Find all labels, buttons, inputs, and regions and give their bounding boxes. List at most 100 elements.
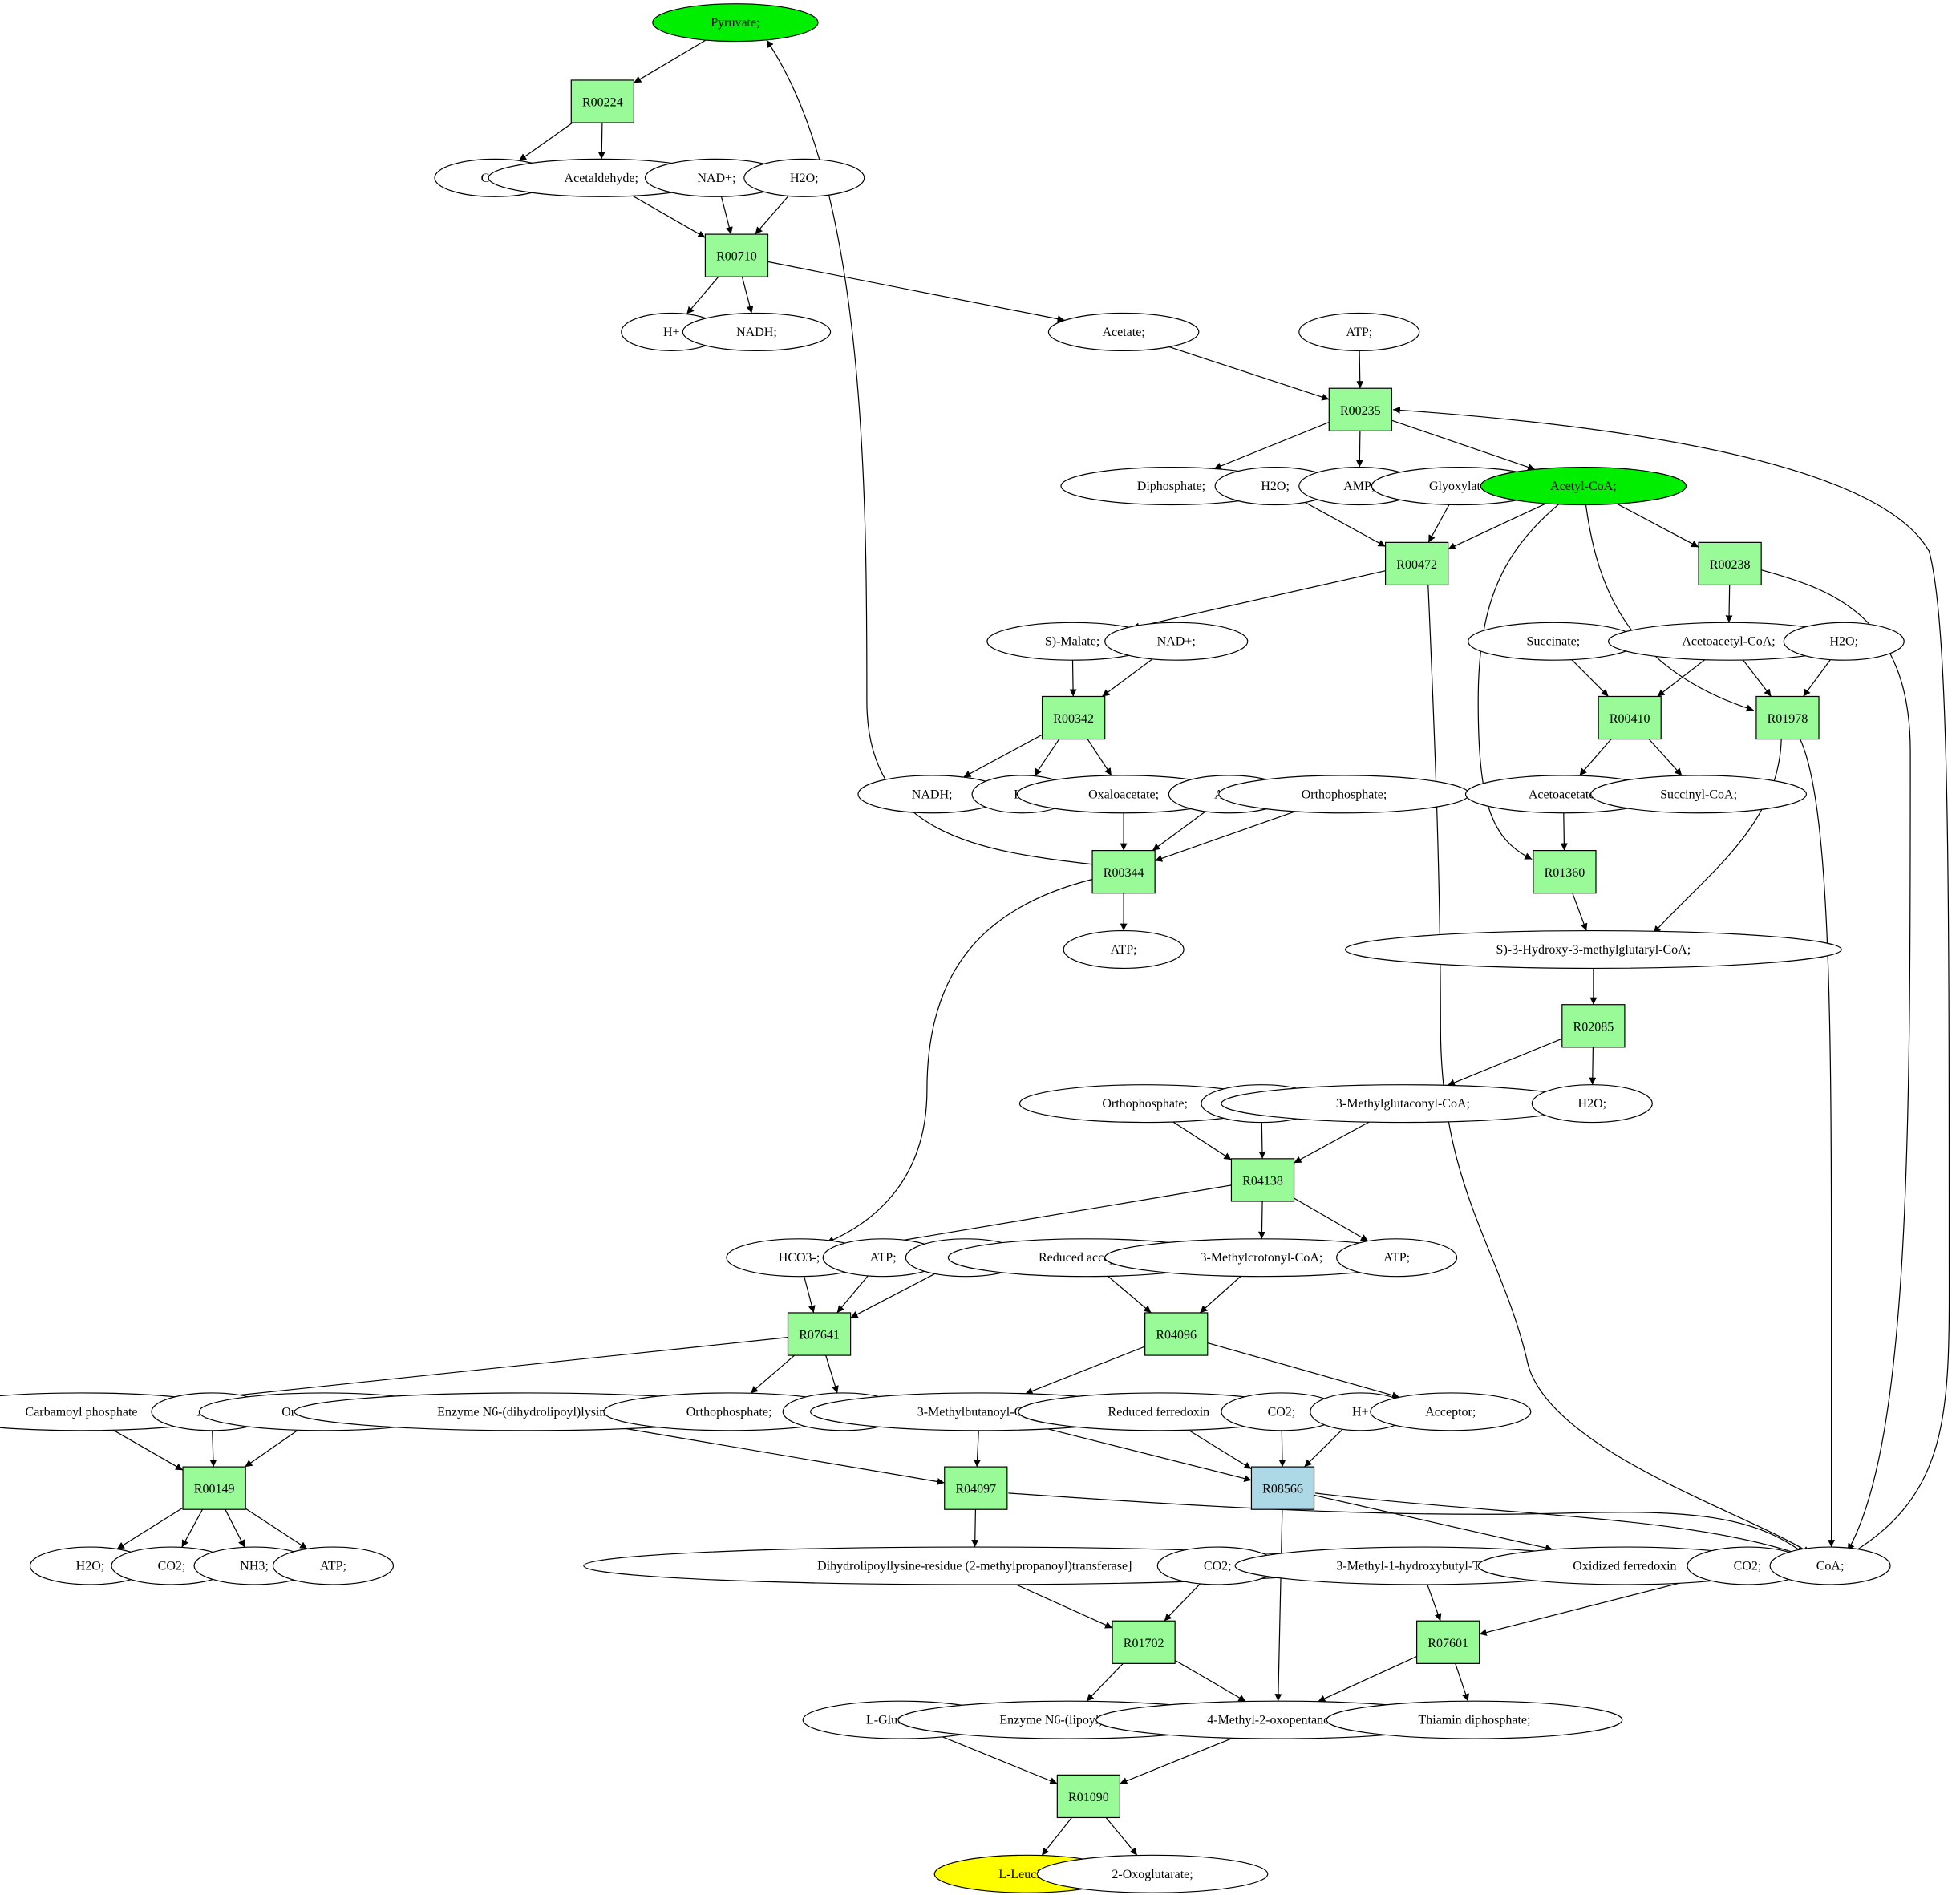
reaction-box: [1144, 1312, 1209, 1356]
compound-node[interactable]: Thiamin diphosphate;: [1326, 1700, 1623, 1739]
compound-label: Pyruvate;: [711, 16, 759, 30]
edge-r12-c37: [1257, 1201, 1265, 1239]
compound-node[interactable]: CoA;: [1769, 1546, 1891, 1585]
reaction-node[interactable]: R01702: [1112, 1620, 1176, 1664]
edge-r14-c49: [1207, 1342, 1400, 1399]
compound-ellipse: [652, 3, 819, 43]
reaction-label: R04097: [955, 1483, 996, 1496]
compound-label: H2O;: [1261, 480, 1290, 493]
reaction-node[interactable]: R07641: [787, 1312, 852, 1356]
edge-r13-c39: [197, 1337, 788, 1403]
compound-label: Acceptor;: [1425, 1405, 1476, 1419]
reaction-node[interactable]: R00238: [1698, 541, 1762, 586]
compound-label: Acetoacetyl-CoA;: [1682, 635, 1775, 649]
reaction-node[interactable]: R00224: [570, 79, 634, 123]
compound-node[interactable]: Acetoacetyl-CoA;: [1608, 622, 1850, 661]
edge-r11-c32: [1589, 1047, 1597, 1085]
compound-label: S)-Malate;: [1045, 635, 1099, 649]
reaction-node[interactable]: R04096: [1144, 1312, 1209, 1356]
compound-node[interactable]: Acetate;: [1047, 312, 1200, 351]
reaction-node[interactable]: R00410: [1598, 695, 1662, 740]
compound-node[interactable]: 3-Methylcrotonyl-CoA;: [1104, 1238, 1419, 1278]
compound-node[interactable]: Acceptor;: [1370, 1392, 1532, 1431]
reaction-box: [1416, 1620, 1480, 1664]
compound-node[interactable]: Acetyl-CoA;: [1480, 467, 1687, 506]
reaction-label: R00149: [194, 1483, 235, 1496]
edge-r9-c1: [766, 39, 1093, 865]
compound-label: Enzyme N6-(dihydrolipoyl)lysine;: [437, 1405, 615, 1419]
reaction-node[interactable]: R00472: [1384, 541, 1449, 586]
edge-c16-r6: [1101, 658, 1153, 697]
edge-r4-c15: [1132, 570, 1386, 630]
reaction-box: [1598, 695, 1662, 740]
compound-node[interactable]: NADH;: [682, 312, 832, 351]
reaction-label: R00410: [1610, 712, 1650, 726]
reaction-box: [1230, 1158, 1295, 1202]
reaction-label: R01090: [1068, 1791, 1109, 1804]
compound-label: ATP;: [1111, 943, 1137, 957]
compound-label: H+: [663, 326, 680, 339]
reaction-label: R07641: [799, 1329, 840, 1342]
compound-node[interactable]: H2O;: [1783, 622, 1905, 661]
compound-label: AMP;: [1343, 480, 1375, 493]
compound-node[interactable]: Orthophosphate;: [1018, 1084, 1271, 1124]
edge-c23-r9: [1152, 811, 1206, 852]
compound-ellipse: [1047, 312, 1200, 351]
compound-node[interactable]: Pyruvate;: [652, 3, 819, 43]
reaction-node[interactable]: R01360: [1533, 849, 1597, 894]
compound-node[interactable]: NAD+;: [1104, 622, 1249, 661]
compound-node[interactable]: 2-Oxoglutarate;: [1036, 1854, 1269, 1893]
reaction-node[interactable]: R04097: [944, 1466, 1008, 1510]
reaction-node[interactable]: R08566: [1250, 1466, 1315, 1510]
reaction-node[interactable]: R07601: [1416, 1620, 1480, 1664]
reaction-node[interactable]: R00149: [182, 1466, 246, 1510]
reaction-label: R07601: [1427, 1637, 1468, 1650]
reaction-label: R00710: [716, 250, 757, 264]
compound-label: Orthophosphate;: [1102, 1097, 1188, 1111]
compound-node[interactable]: H2O;: [743, 158, 865, 197]
compound-node[interactable]: Orthophosphate;: [1218, 775, 1470, 814]
reaction-node[interactable]: R00342: [1041, 695, 1106, 740]
reaction-box: [1755, 695, 1820, 740]
compound-node[interactable]: 3-Methylglutaconyl-CoA;: [1221, 1084, 1585, 1124]
reaction-label: R00344: [1104, 866, 1144, 880]
edge-c11-r4: [1304, 501, 1386, 548]
compound-node[interactable]: ATP;: [1063, 929, 1185, 970]
edge-r7-c25: [1579, 739, 1612, 776]
reaction-box: [182, 1466, 246, 1510]
edge-c41-r15: [245, 1429, 298, 1468]
compound-node[interactable]: Succinate;: [1468, 622, 1639, 661]
edge-r18-c61: [1086, 1662, 1124, 1702]
compound-node[interactable]: ATP;: [1298, 312, 1420, 351]
compound-label: ATP;: [1383, 1251, 1410, 1265]
reaction-node[interactable]: R01978: [1755, 695, 1820, 740]
reaction-label: R04096: [1156, 1329, 1197, 1342]
compound-node[interactable]: S)-3-Hydroxy-3-methylglutaryl-CoA;: [1344, 929, 1842, 970]
compound-label: H+: [1352, 1405, 1369, 1419]
compound-node[interactable]: H2O;: [1214, 467, 1336, 506]
reaction-box: [1698, 541, 1762, 586]
edge-r9-c33: [826, 878, 1093, 1244]
reaction-box: [1384, 541, 1449, 586]
reaction-box: [570, 79, 634, 123]
reaction-node[interactable]: R00344: [1091, 849, 1156, 894]
edge-r10-c28: [1572, 893, 1588, 931]
reaction-node[interactable]: R00710: [704, 233, 769, 277]
compound-ellipse: [1298, 312, 1420, 351]
compound-node[interactable]: CO2;: [1156, 1546, 1278, 1585]
edge-c60-r20: [942, 1736, 1058, 1784]
compound-node[interactable]: ATP;: [1336, 1238, 1458, 1278]
compound-node[interactable]: NADH;: [857, 775, 1006, 814]
reaction-node[interactable]: R02085: [1561, 1004, 1626, 1048]
reaction-node[interactable]: R04138: [1230, 1158, 1295, 1202]
reaction-node[interactable]: R00235: [1328, 387, 1392, 431]
compound-ellipse: [1769, 1546, 1891, 1585]
compound-label: Acetyl-CoA;: [1550, 480, 1617, 493]
compound-node[interactable]: H2O;: [1531, 1084, 1653, 1124]
compound-node[interactable]: Succinyl-CoA;: [1590, 775, 1808, 814]
compound-node[interactable]: CO2;: [1221, 1392, 1342, 1431]
compound-node[interactable]: ATP;: [272, 1546, 395, 1585]
reaction-label: R08566: [1262, 1483, 1303, 1496]
edge-r15-c52: [225, 1508, 245, 1548]
reaction-node[interactable]: R01090: [1056, 1774, 1121, 1819]
